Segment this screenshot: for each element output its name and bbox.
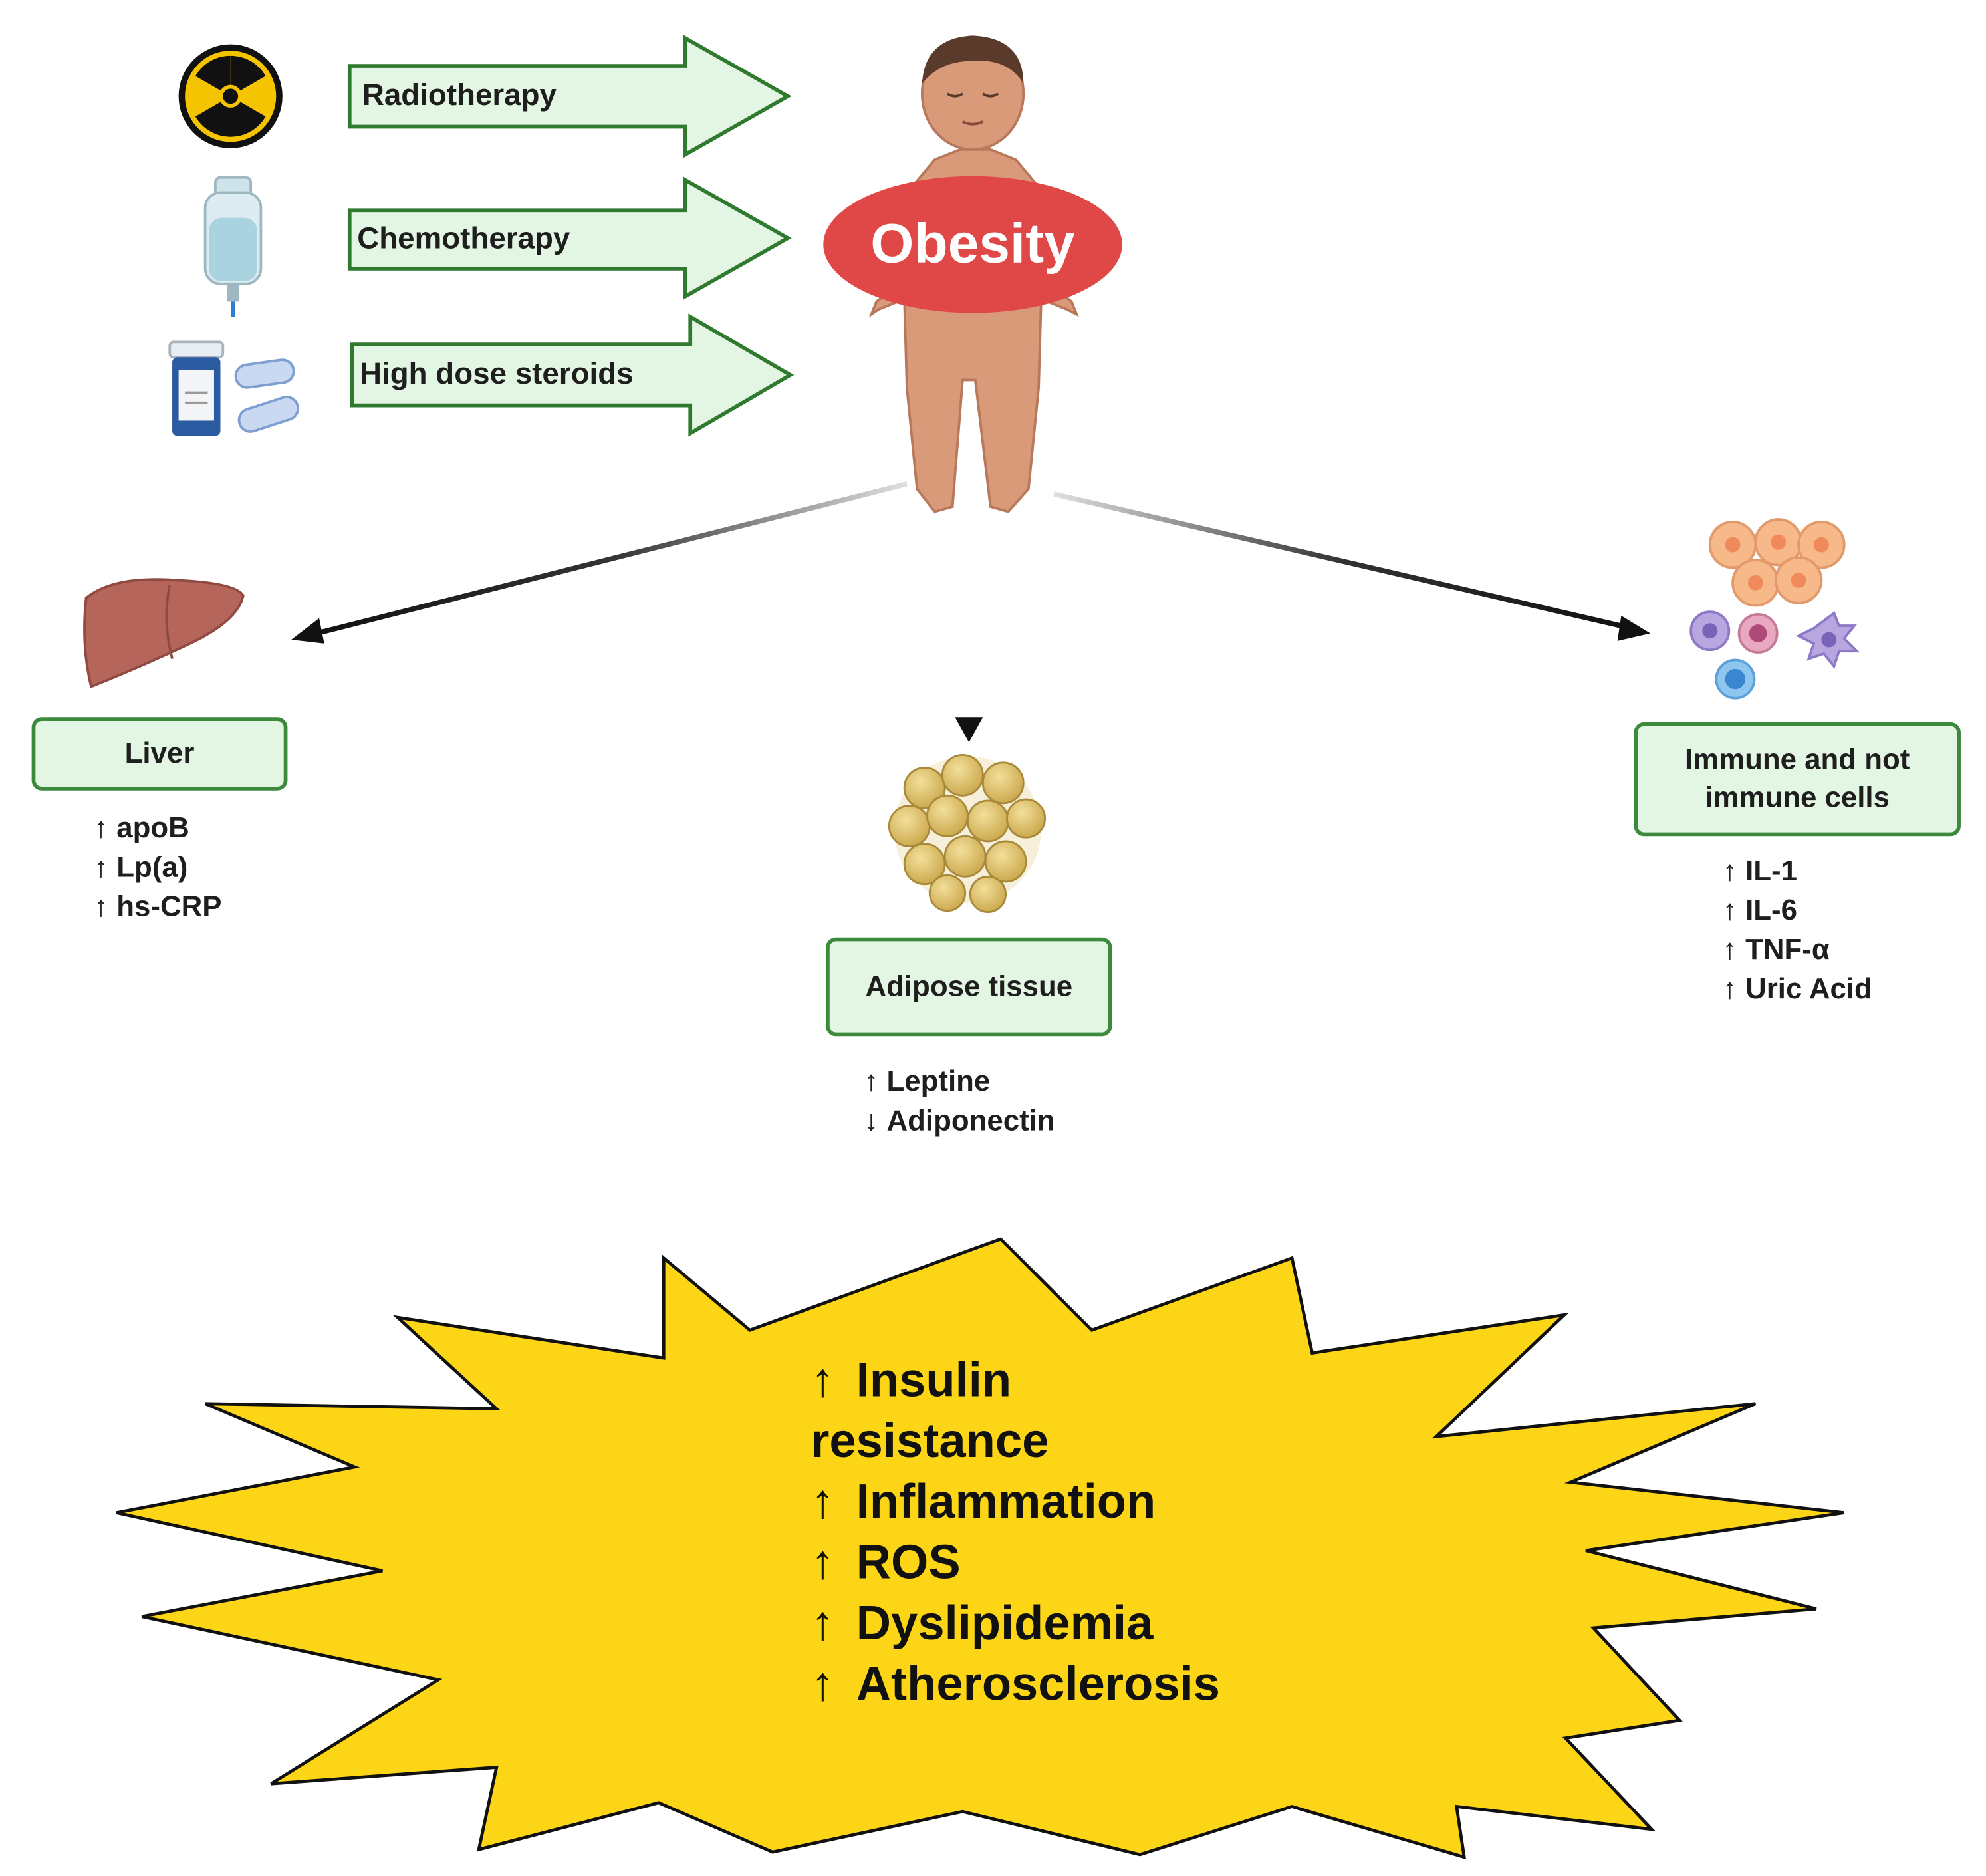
outcome-burst (116, 1237, 1845, 1860)
cause-label-chemotherapy: Chemotherapy (357, 221, 570, 256)
outcome-resistance: resistance (810, 1414, 1049, 1468)
cause-label-steroids: High dose steroids (360, 357, 634, 392)
outcome-inflammation: ↑Inflammation (810, 1476, 1156, 1530)
cause-arrow-chemotherapy (347, 176, 792, 300)
marker-uric-acid: ↑Uric Acid (1722, 972, 1872, 1005)
marker-il6: ↑IL-6 (1722, 893, 1797, 926)
pill-bottle-icon (168, 340, 300, 436)
outcome-ros: ↑ROS (810, 1536, 961, 1590)
obesity-label: Obesity (870, 213, 1075, 275)
adipose-cells-icon (888, 753, 1047, 914)
outcome-dyslipidemia: ↑Dyslipidemia (810, 1597, 1154, 1651)
marker-il1: ↑IL-1 (1722, 853, 1797, 887)
immune-label-line1: Immune and not (1685, 742, 1910, 776)
marker-hscrp: ↑hs-CRP (93, 889, 222, 922)
adipose-markers: ↑Leptine ↓Adiponectin (864, 1061, 1055, 1140)
outcome-atherosclerosis: ↑Atherosclerosis (810, 1658, 1220, 1712)
marker-adiponectin: ↓Adiponectin (864, 1103, 1055, 1137)
cause-label-radiotherapy: Radiotherapy (362, 78, 557, 113)
immune-box: Immune and not immune cells (1634, 722, 1961, 837)
marker-lpa: ↑Lp(a) (93, 850, 188, 883)
immune-markers: ↑IL-1 ↑IL-6 ↑TNF-α ↑Uric Acid (1723, 851, 1872, 1008)
immune-cells-icon (1689, 518, 1860, 700)
outcome-list: ↑Insulin resistance ↑Inflammation ↑ROS ↑… (810, 1351, 1220, 1716)
adipose-box: Adipose tissue (826, 937, 1112, 1037)
liver-icon (83, 578, 245, 689)
obesity-ellipse (823, 176, 1122, 313)
connector-to-immune (1053, 491, 1651, 641)
connector-to-adipose (955, 524, 983, 743)
marker-apob: ↑apoB (93, 811, 189, 844)
outcome-insulin: ↑Insulin (810, 1354, 1012, 1408)
connector-to-liver (291, 481, 908, 644)
immune-label-line2: immune cells (1705, 780, 1890, 814)
adipose-label: Adipose tissue (865, 969, 1073, 1002)
cause-arrow-radiotherapy (347, 35, 792, 158)
liver-box: Liver (31, 717, 288, 791)
liver-label: Liver (124, 736, 195, 769)
radiation-icon (178, 44, 283, 148)
cause-arrow-steroids (350, 313, 795, 437)
marker-leptine: ↑Leptine (864, 1064, 991, 1097)
liver-markers: ↑apoB ↑Lp(a) ↑hs-CRP (94, 808, 222, 926)
marker-tnfa: ↑TNF-α (1722, 932, 1830, 966)
iv-bag-icon (203, 176, 263, 317)
